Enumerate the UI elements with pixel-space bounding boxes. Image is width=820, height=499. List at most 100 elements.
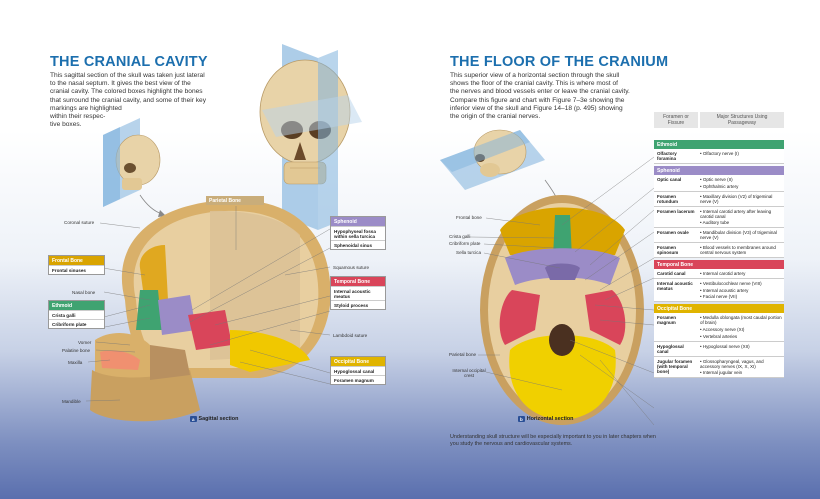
header-foramen: Foramen or Fissure xyxy=(654,112,698,128)
left-intro-line: within their respec- xyxy=(50,113,106,121)
foramen-table: Ethmoid Olfactory foramina • Olfactory n… xyxy=(654,138,784,379)
table-row: Internal acoustic meatus • Vestibulococh… xyxy=(654,279,784,303)
table-row: Foramen ovale • Mandibular division (V3)… xyxy=(654,228,784,244)
table-section-temporal: Temporal Bone xyxy=(654,260,784,270)
left-intro-line: tive boxes. xyxy=(50,121,82,129)
structure-item: • Internal acoustic artery xyxy=(700,287,749,293)
label-cribriform-plate: Cribriform plate xyxy=(449,241,481,246)
table-row: Foramen magnum • Medulla oblongata (most… xyxy=(654,313,784,342)
structure-item: • Vertebral arteries xyxy=(700,333,738,339)
temporal-bone-box: Temporal Bone Internal acoustic meatus S… xyxy=(330,276,386,311)
label-vomer: Vomer xyxy=(78,340,92,345)
table-row: Foramen spinosum • Blood vessels to memb… xyxy=(654,243,784,259)
label-sella-turcica: Sella turcica xyxy=(456,250,482,255)
frontal-bone-header: Frontal Bone xyxy=(49,256,104,265)
table-foramen: Jugular foramen (with temporal bone) xyxy=(657,358,693,374)
table-structures: • Vestibulocochlear nerve (VIII) • Inter… xyxy=(698,279,784,301)
table-section-sphenoid: Sphenoid xyxy=(654,166,784,175)
table-row: Foramen lacerum • Internal carotid arter… xyxy=(654,206,784,229)
table-foramen: Internal acoustic meatus xyxy=(657,281,693,292)
table-structures: • Internal carotid artery xyxy=(698,269,784,278)
right-intro-line: This superior view of a horizontal secti… xyxy=(450,72,620,79)
label-squamous-suture: Squamous suture xyxy=(333,265,370,270)
structure-item: • Maxillary division (V2) of trigeminal … xyxy=(700,193,773,204)
table-structures: • Mandibular division (V3) of trigeminal… xyxy=(698,228,784,242)
left-intro-line: This sagittal section of the skull was t… xyxy=(50,72,205,79)
structure-item: • Olfactory nerve (I) xyxy=(700,151,739,156)
table-section-ethmoid: Ethmoid xyxy=(654,140,784,149)
page-background-top xyxy=(0,0,820,130)
structure-item: • Internal carotid artery xyxy=(700,271,746,277)
table-row: Olfactory foramina • Olfactory nerve (I) xyxy=(654,149,784,164)
table-row: Carotid canal • Internal carotid artery xyxy=(654,269,784,280)
label-frontal-bone: Frontal bone xyxy=(456,215,482,220)
frontal-bone-box: Frontal Bone Frontal sinuses xyxy=(48,255,105,276)
label-internal-occipital-crest: Internal occipital crest xyxy=(452,368,486,378)
ethmoid-row: Crista galli xyxy=(49,310,104,319)
parietal-bone-header: Parietal Bone xyxy=(206,196,264,205)
caption-badge: b xyxy=(518,416,525,422)
bottom-note: Understanding skull structure will be es… xyxy=(450,434,656,447)
sphenoid-box: Sphenoid Hypophyseal fossa within sella … xyxy=(330,216,386,251)
table-row: Optic canal • Optic nerve (II) • Ophthal… xyxy=(654,175,784,192)
caption-badge: a xyxy=(190,416,197,422)
structure-item: • Optic nerve (II) xyxy=(700,177,733,182)
table-foramen: Foramen magnum xyxy=(657,315,677,326)
structure-item: • Blood vessels to membranes around cent… xyxy=(700,245,776,256)
horizontal-section-drawing xyxy=(480,195,644,425)
temporal-bone-row: Internal acoustic meatus xyxy=(331,286,385,300)
occipital-bone-box: Occipital Bone Hypoglossal canal Foramen… xyxy=(330,356,386,386)
structure-item: • Glossopharyngeal, vagus, and accessory… xyxy=(700,358,764,369)
sphenoid-row: Sphenoidal sinus xyxy=(331,240,385,249)
table-structures: • Maxillary division (V2) of trigeminal … xyxy=(698,192,784,206)
table-structures: • Optic nerve (II) • Ophthalmic artery xyxy=(698,175,784,191)
table-foramen: Optic canal xyxy=(657,177,682,182)
left-intro-text: This sagittal section of the skull was t… xyxy=(50,72,250,129)
sphenoid-header: Sphenoid xyxy=(331,217,385,226)
right-intro-text: This superior view of a horizontal secti… xyxy=(450,72,660,121)
label-parietal-bone: Parietal bone xyxy=(449,352,477,357)
foramen-table-header: Foramen or Fissure Major Structures Usin… xyxy=(654,112,784,128)
table-row: Jugular foramen (with temporal bone) • G… xyxy=(654,356,784,379)
label-nasal-bone: Nasal bone xyxy=(72,290,96,295)
left-page-title: THE CRANIAL CAVITY xyxy=(50,54,208,70)
label-lambdoid-suture: Lambdoid suture xyxy=(333,333,368,338)
caption-text: Sagittal section xyxy=(198,416,239,422)
label-mandible: Mandible xyxy=(62,399,81,404)
ethmoid-row: Cribriform plate xyxy=(49,319,104,328)
table-foramen: Hypoglossal canal xyxy=(657,343,684,354)
table-row: Hypoglossal canal • Hypoglossal nerve (X… xyxy=(654,341,784,357)
right-intro-line: inferior view of the skull and Figure 14… xyxy=(450,104,623,112)
structure-item: • Hypoglossal nerve (XII) xyxy=(700,343,750,349)
structure-item: • Accessory nerve (XI) xyxy=(700,326,745,332)
left-intro-line: that surround the cranial cavity, and so… xyxy=(50,96,207,104)
left-intro-line: markings are highlighted xyxy=(50,104,122,112)
sphenoid-row: Hypophyseal fossa within sella turcica xyxy=(331,226,385,240)
sagittal-section-drawing xyxy=(90,199,331,422)
skull-with-planes-illustration xyxy=(259,44,362,230)
table-foramen: Carotid canal xyxy=(657,271,686,277)
table-row: Foramen rotundum • Maxillary division (V… xyxy=(654,191,784,207)
structure-item: • Facial nerve (VII) xyxy=(700,294,738,300)
occipital-bone-row: Hypoglossal canal xyxy=(331,366,385,375)
leader-lines-left xyxy=(85,206,331,402)
table-structures: • Olfactory nerve (I) xyxy=(698,149,784,163)
temporal-bone-header: Temporal Bone xyxy=(331,277,385,286)
left-intro-line: cranial cavity. The colored boxes highli… xyxy=(50,88,203,96)
table-structures: • Hypoglossal nerve (XII) xyxy=(698,342,784,356)
frontal-bone-row: Frontal sinuses xyxy=(49,265,104,274)
table-structures: • Glossopharyngeal, vagus, and accessory… xyxy=(698,357,784,378)
right-intro-line: shows the floor of the cranial cavity. T… xyxy=(450,80,618,88)
leader-lines-right xyxy=(469,156,655,426)
label-coronal-suture: Coronal suture xyxy=(64,220,95,225)
occipital-bone-header: Occipital Bone xyxy=(331,357,385,366)
header-structures: Major Structures Using Passageway xyxy=(700,112,784,128)
ethmoid-header: Ethmoid xyxy=(49,301,104,310)
right-intro-line: the nerves and blood vessels enter or le… xyxy=(450,88,630,96)
label-maxilla: Maxilla xyxy=(68,360,83,365)
horizontal-plane-thumbnail xyxy=(440,129,545,190)
structure-item: • Vestibulocochlear nerve (VIII) xyxy=(700,281,762,287)
structure-item: • Internal jugular vein xyxy=(700,370,743,376)
label-palatine-bone: Palatine bone xyxy=(62,348,91,353)
